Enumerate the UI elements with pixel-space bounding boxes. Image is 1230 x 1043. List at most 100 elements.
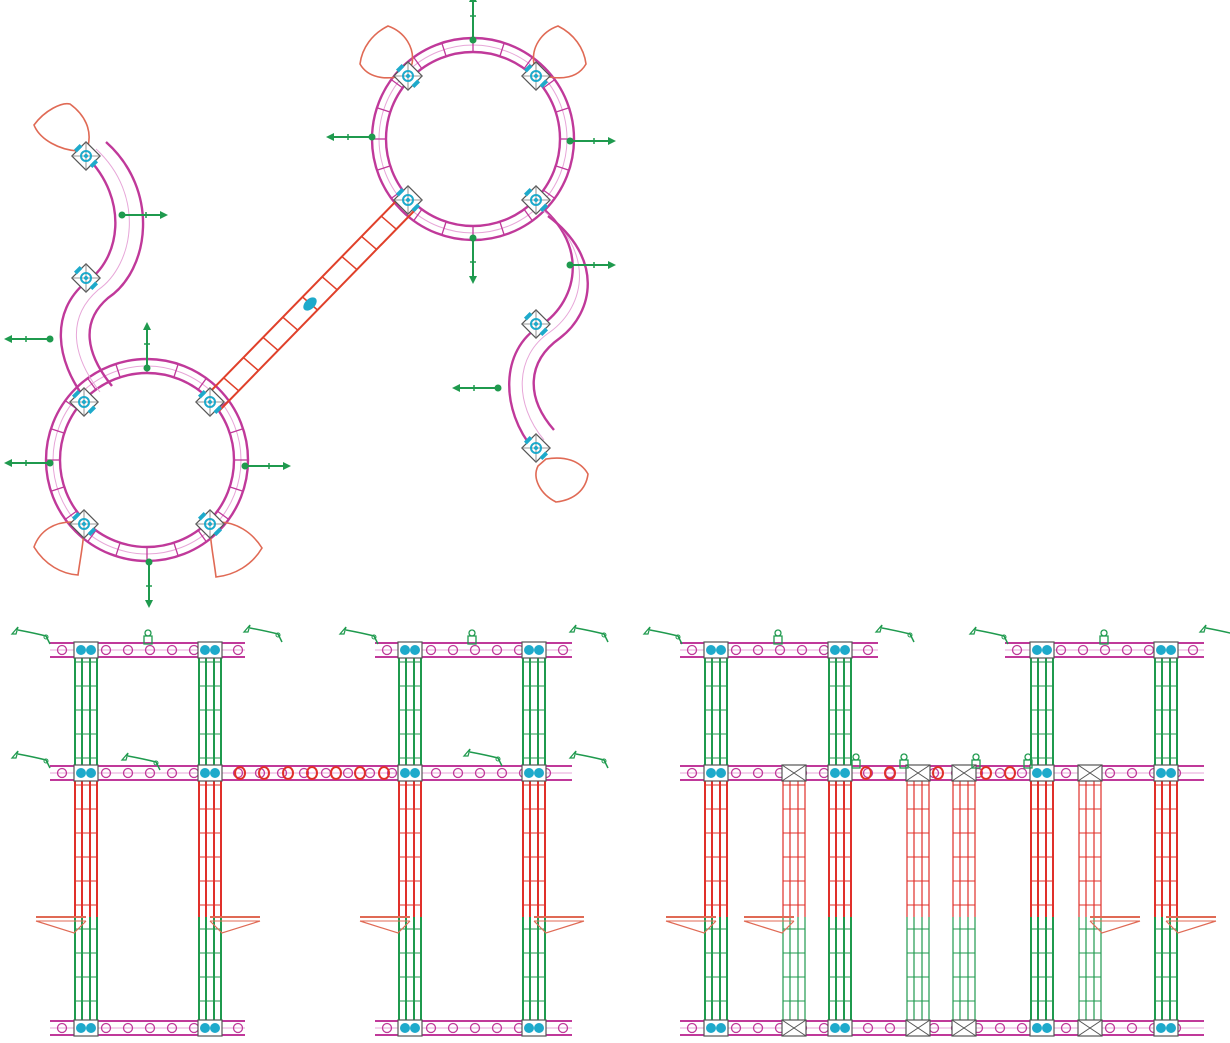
vertical-truss-tower: [704, 650, 728, 773]
dimension-arrow-icon: [468, 233, 478, 285]
truss-node-icon: [827, 641, 853, 659]
vertical-truss-tower: [74, 773, 98, 917]
vertical-truss-tower: [828, 650, 852, 773]
lighting-fixture-icon: [875, 624, 915, 643]
truss-node-icon: [66, 506, 102, 542]
lighting-fixture-icon: [1199, 624, 1230, 643]
truss-node-icon: [397, 1019, 423, 1037]
truss-node-icon: [521, 1019, 547, 1037]
truss-node-icon: [521, 641, 547, 659]
truss-node-icon: [73, 641, 99, 659]
wing-panel-side: [35, 916, 87, 934]
truss-node-icon: [68, 260, 104, 296]
vertical-truss-tower: [906, 773, 930, 917]
wing-panel-side: [359, 916, 411, 934]
truss-node-icon: [1077, 1019, 1103, 1037]
truss-node-icon: [397, 641, 423, 659]
truss-node-icon: [192, 506, 228, 542]
truss-node-icon: [397, 764, 423, 782]
truss-node-icon: [197, 1019, 223, 1037]
truss-node-icon: [703, 764, 729, 782]
vertical-truss-tower: [952, 917, 976, 1028]
wing-panel-side: [1165, 916, 1217, 934]
truss-node-icon: [1029, 641, 1055, 659]
vertical-truss-tower: [74, 650, 98, 773]
vertical-truss-tower: [198, 650, 222, 773]
truss-node-icon: [518, 58, 554, 94]
truss-node-icon: [1153, 764, 1179, 782]
truss-node-icon: [827, 1019, 853, 1037]
vertical-truss-tower: [74, 917, 98, 1028]
vertical-truss-tower: [828, 917, 852, 1028]
lighting-fixture-icon: [143, 629, 153, 645]
lighting-fixture-icon: [11, 750, 51, 769]
truss-node-icon: [73, 1019, 99, 1037]
vertical-truss-tower: [522, 650, 546, 773]
vertical-truss-tower: [1154, 773, 1178, 917]
truss-node-icon: [905, 764, 931, 782]
vertical-truss-tower: [198, 917, 222, 1028]
dimension-arrow-icon: [3, 334, 55, 344]
lighting-fixture-icon: [11, 626, 51, 645]
vertical-truss-tower: [522, 773, 546, 917]
wing-panel-side: [665, 916, 717, 934]
wing-panel-side: [743, 916, 795, 934]
front-elevation: [11, 624, 609, 1037]
vertical-truss-tower: [1154, 917, 1178, 1028]
wing-panels: [33, 25, 589, 578]
dimension-arrow-icon: [144, 557, 154, 609]
truss-node-icon: [703, 641, 729, 659]
vertical-truss-tower: [398, 650, 422, 773]
vertical-truss-tower: [522, 917, 546, 1028]
lighting-fixture-icon: [773, 629, 783, 645]
vertical-truss-tower: [704, 773, 728, 917]
dimension-arrow-icon: [142, 321, 152, 373]
lighting-fixture-icon: [969, 626, 1009, 645]
bridge-truss-elevation: [234, 766, 390, 780]
lighting-fixture-icon: [463, 748, 503, 767]
wing-panel-side: [533, 916, 585, 934]
lighting-fixture-icon: [569, 750, 609, 769]
lighting-fixture-icon: [339, 626, 379, 645]
vertical-truss-tower: [1030, 917, 1054, 1028]
vertical-truss-tower: [952, 773, 976, 917]
vertical-truss-tower: [1078, 773, 1102, 917]
vertical-truss-tower: [1030, 650, 1054, 773]
dimension-arrow-icon: [451, 383, 503, 393]
truss-node-icon: [390, 182, 426, 218]
horizontal-truss-beam: [680, 1020, 1204, 1036]
truss-node-icon: [1153, 641, 1179, 659]
vertical-truss-tower: [782, 917, 806, 1028]
truss-node-icon: [521, 764, 547, 782]
truss-node-icon: [781, 764, 807, 782]
truss-node-icon: [197, 641, 223, 659]
lighting-fixture-icon: [243, 624, 283, 643]
vertical-truss-tower: [906, 917, 930, 1028]
truss-node-icon: [1029, 764, 1055, 782]
vertical-truss-tower: [704, 917, 728, 1028]
vertical-truss-tower: [782, 773, 806, 917]
lighting-fixture-icon: [569, 624, 609, 643]
vertical-truss-tower: [828, 773, 852, 917]
dimension-arrow-icon: [325, 132, 377, 142]
truss-node-icon: [1077, 764, 1103, 782]
vertical-truss-tower: [1030, 773, 1054, 917]
truss-node-icon: [1029, 1019, 1055, 1037]
truss-node-icon: [951, 764, 977, 782]
truss-node-icon: [781, 1019, 807, 1037]
vertical-truss-tower: [398, 917, 422, 1028]
horizontal-truss-beam: [50, 765, 572, 781]
vertical-truss-tower: [398, 773, 422, 917]
vertical-truss-tower: [1154, 650, 1178, 773]
lighting-fixture-icon: [121, 752, 161, 771]
vertical-truss-tower: [1078, 917, 1102, 1028]
side-elevation: [643, 624, 1230, 1037]
truss-node-icon: [827, 764, 853, 782]
wing-panel-side: [209, 916, 261, 934]
lighting-fixture-icon: [1099, 629, 1109, 645]
truss-node-icon: [951, 1019, 977, 1037]
truss-node-icon: [518, 306, 554, 342]
truss-node-icon: [197, 764, 223, 782]
